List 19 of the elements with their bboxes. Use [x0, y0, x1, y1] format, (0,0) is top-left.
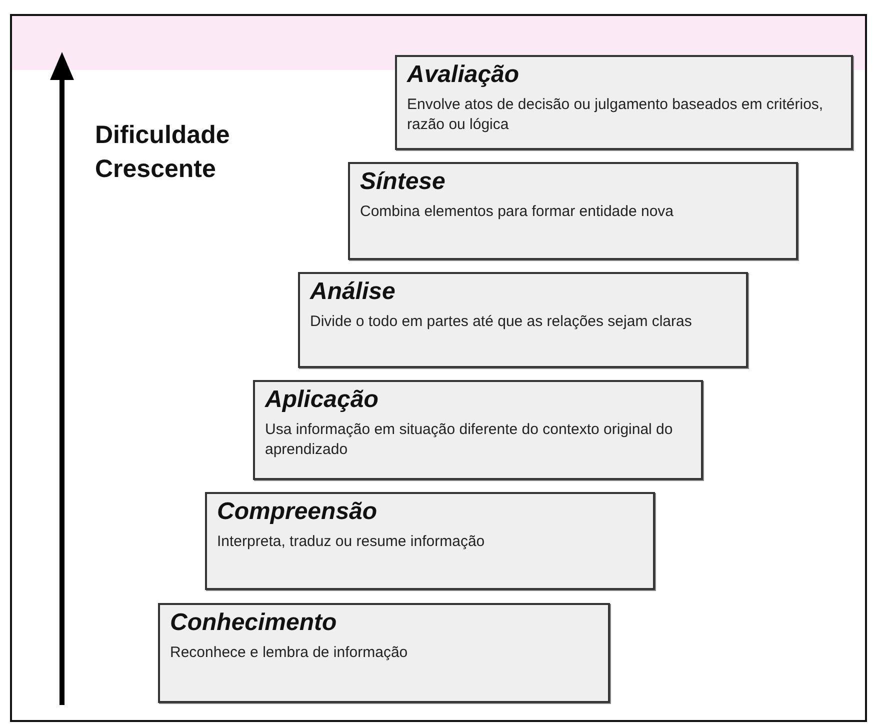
level-title: Aplicação	[265, 386, 380, 414]
level-title: Compreensão	[217, 498, 378, 526]
level-title: Análise	[310, 278, 396, 306]
level-box	[348, 162, 798, 260]
level-description: Interpreta, traduz ou resume informação	[217, 532, 486, 552]
level-title: Síntese	[360, 168, 446, 196]
axis-label: Dificuldade Crescente	[95, 120, 231, 185]
level-box	[298, 272, 748, 368]
level-title: Avaliação	[407, 61, 520, 89]
level-box	[158, 603, 610, 703]
level-title: Conhecimento	[170, 609, 338, 637]
level-box	[395, 55, 853, 150]
level-box	[205, 492, 655, 590]
level-description: Usa informação em situação diferente do contexto original do aprendizado	[265, 420, 674, 460]
level-description: Envolve atos de decisão ou julgamento baseados em critérios, razão ou lógica	[407, 95, 824, 135]
level-description: Reconhece e lembra de informação	[170, 643, 409, 663]
level-description: Divide o todo em partes até que as relações sejam claras	[310, 312, 693, 332]
level-description: Combina elementos para formar entidade nova	[360, 202, 675, 222]
level-box	[253, 380, 703, 480]
